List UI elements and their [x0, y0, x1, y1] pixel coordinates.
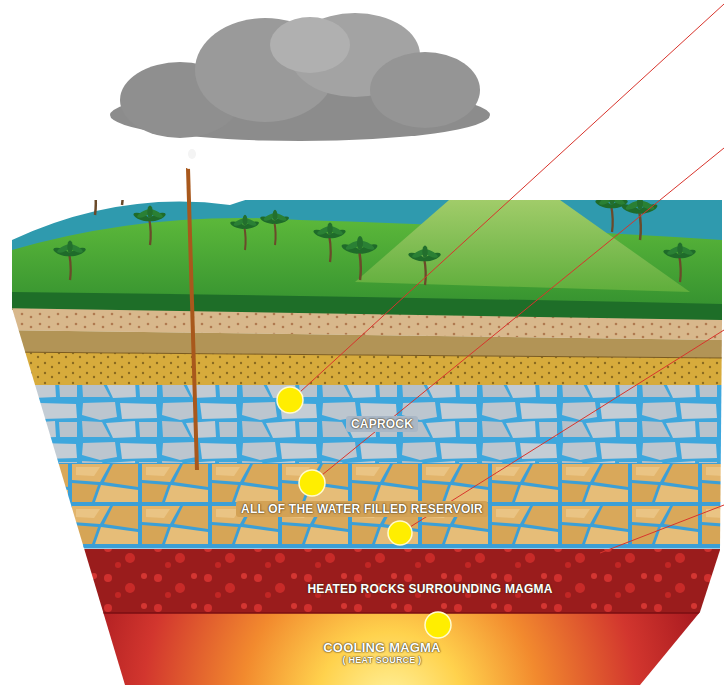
layer-label: CAPROCK — [351, 417, 413, 431]
rock-layer: HEATED ROCKS SURROUNDING MAGMA — [305, 582, 554, 596]
reservoir-layer — [0, 463, 724, 548]
layer-label: ( HEAT SOURCE ) — [323, 655, 440, 666]
volcano — [355, 166, 690, 292]
steam — [184, 149, 196, 169]
rock-layer: CAPROCK — [346, 416, 418, 432]
caprock-layer — [0, 385, 724, 463]
layer-label: HEATED ROCKS SURROUNDING MAGMA — [307, 582, 552, 596]
cloud — [110, 13, 490, 141]
magma — [0, 613, 724, 685]
production-well — [188, 168, 197, 470]
rock-layer: COOLING MAGMA( HEAT SOURCE ) — [321, 640, 442, 666]
layer-label: COOLING MAGMA — [323, 640, 440, 656]
layer-label: ALL OF THE WATER FILLED RESERVOIR — [241, 502, 483, 516]
heated-rock-layer — [0, 549, 724, 613]
palm-trees — [52, 161, 696, 285]
rock-layer: ALL OF THE WATER FILLED RESERVOIR — [236, 501, 488, 517]
leader-lines — [300, 4, 724, 553]
